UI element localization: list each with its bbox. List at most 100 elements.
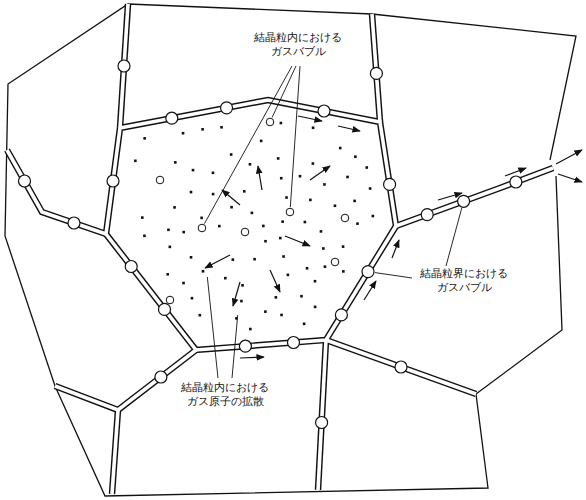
gas-atom	[280, 122, 283, 125]
gas-bubble	[458, 195, 470, 207]
grain-boundary	[396, 168, 553, 226]
gas-bubble	[266, 118, 274, 126]
gas-atom	[299, 175, 302, 178]
gas-atom	[232, 258, 235, 261]
gas-atom	[230, 206, 233, 209]
gas-atom	[264, 240, 267, 243]
gas-bubble	[156, 176, 164, 184]
gas-atom	[143, 234, 146, 237]
flow-arrow	[438, 193, 462, 200]
grain-boundary	[318, 340, 326, 490]
gas-bubble	[331, 258, 339, 266]
gas-bubble	[395, 361, 407, 373]
flow-arrow	[270, 270, 280, 292]
gas-atom	[201, 128, 204, 131]
callout-label: 結晶粒内における ガスバブル	[248, 30, 348, 61]
gas-bubble	[384, 178, 396, 190]
gas-atom	[200, 217, 203, 220]
gas-atom	[314, 306, 317, 309]
gas-atom	[354, 155, 357, 158]
gas-atom	[143, 137, 146, 140]
gas-atom	[303, 323, 306, 326]
gas-bubble	[318, 105, 330, 117]
flow-arrow	[285, 236, 310, 246]
gas-atom	[262, 225, 265, 228]
gas-atom	[253, 258, 256, 261]
gas-bubble	[286, 208, 294, 216]
gas-atom	[281, 220, 284, 223]
boundary-bubbles	[19, 60, 522, 429]
gas-atom	[190, 256, 193, 259]
gas-bubble	[241, 228, 249, 236]
leader-line	[446, 208, 462, 266]
gas-bubble	[510, 176, 522, 188]
gas-atom	[322, 247, 325, 250]
gas-atoms	[134, 122, 374, 331]
gas-atom	[312, 162, 315, 165]
boundary-outer	[7, 4, 553, 494]
gas-atom	[369, 187, 372, 190]
grain-boundary-gap	[396, 168, 553, 226]
callout-label: 結晶粒界における ガスバブル	[414, 266, 514, 297]
gas-atom	[218, 225, 221, 228]
gas-atom	[275, 296, 278, 299]
gas-atom	[314, 280, 317, 283]
gas-atom	[280, 177, 283, 180]
gas-bubble	[118, 60, 130, 72]
gas-atom	[224, 277, 227, 280]
gas-atom	[230, 153, 233, 156]
gas-bubble	[221, 102, 233, 114]
gas-atom	[309, 199, 312, 202]
gas-atom	[285, 196, 288, 199]
flow-arrow	[258, 166, 262, 190]
gas-atom	[220, 126, 223, 129]
gas-atom	[282, 255, 285, 258]
flow-arrow	[338, 126, 360, 131]
gas-atom	[264, 310, 267, 313]
flow-arrow	[233, 282, 240, 306]
gas-atom	[306, 267, 309, 270]
gas-atom	[251, 212, 254, 215]
gas-bubble	[316, 417, 328, 429]
grain-boundary-gap	[112, 410, 118, 494]
gas-atom	[372, 215, 375, 218]
flow-arrow	[310, 166, 330, 180]
grain-boundary-gap	[7, 150, 106, 234]
callout-label: 結晶粒内における ガス原子の拡散	[175, 380, 275, 411]
gas-atom	[356, 222, 359, 225]
leader-line	[232, 315, 238, 378]
leader-line	[207, 277, 218, 378]
gas-atom	[169, 246, 172, 249]
gas-atom	[173, 206, 176, 209]
grain-boundary	[326, 340, 476, 394]
gas-bubble	[288, 337, 300, 349]
gas-bubble	[362, 266, 374, 278]
gas-atom	[260, 140, 263, 143]
gas-bubble	[341, 214, 349, 222]
arrows	[205, 116, 582, 358]
gas-atom	[342, 270, 345, 273]
gas-atom	[249, 328, 252, 331]
gas-atom	[174, 161, 177, 164]
gas-atom	[199, 314, 202, 317]
gas-atom	[346, 176, 349, 179]
gas-atom	[365, 166, 368, 169]
gas-bubble	[421, 209, 433, 221]
flow-arrow	[392, 240, 399, 258]
gas-atom	[334, 204, 337, 207]
gas-atom	[277, 157, 280, 160]
gas-bubble	[125, 260, 137, 272]
gas-atom	[243, 190, 246, 193]
gas-atom	[241, 284, 244, 287]
gas-atom	[192, 169, 195, 172]
gas-bubble	[159, 303, 171, 315]
gas-atom	[182, 132, 185, 135]
gas-bubble	[198, 224, 206, 232]
gas-bubble	[166, 112, 178, 124]
flow-arrow	[205, 255, 230, 268]
leader-lines	[204, 66, 461, 378]
gas-atom	[320, 230, 323, 233]
gas-atom	[182, 282, 185, 285]
grain-boundary	[112, 410, 118, 494]
